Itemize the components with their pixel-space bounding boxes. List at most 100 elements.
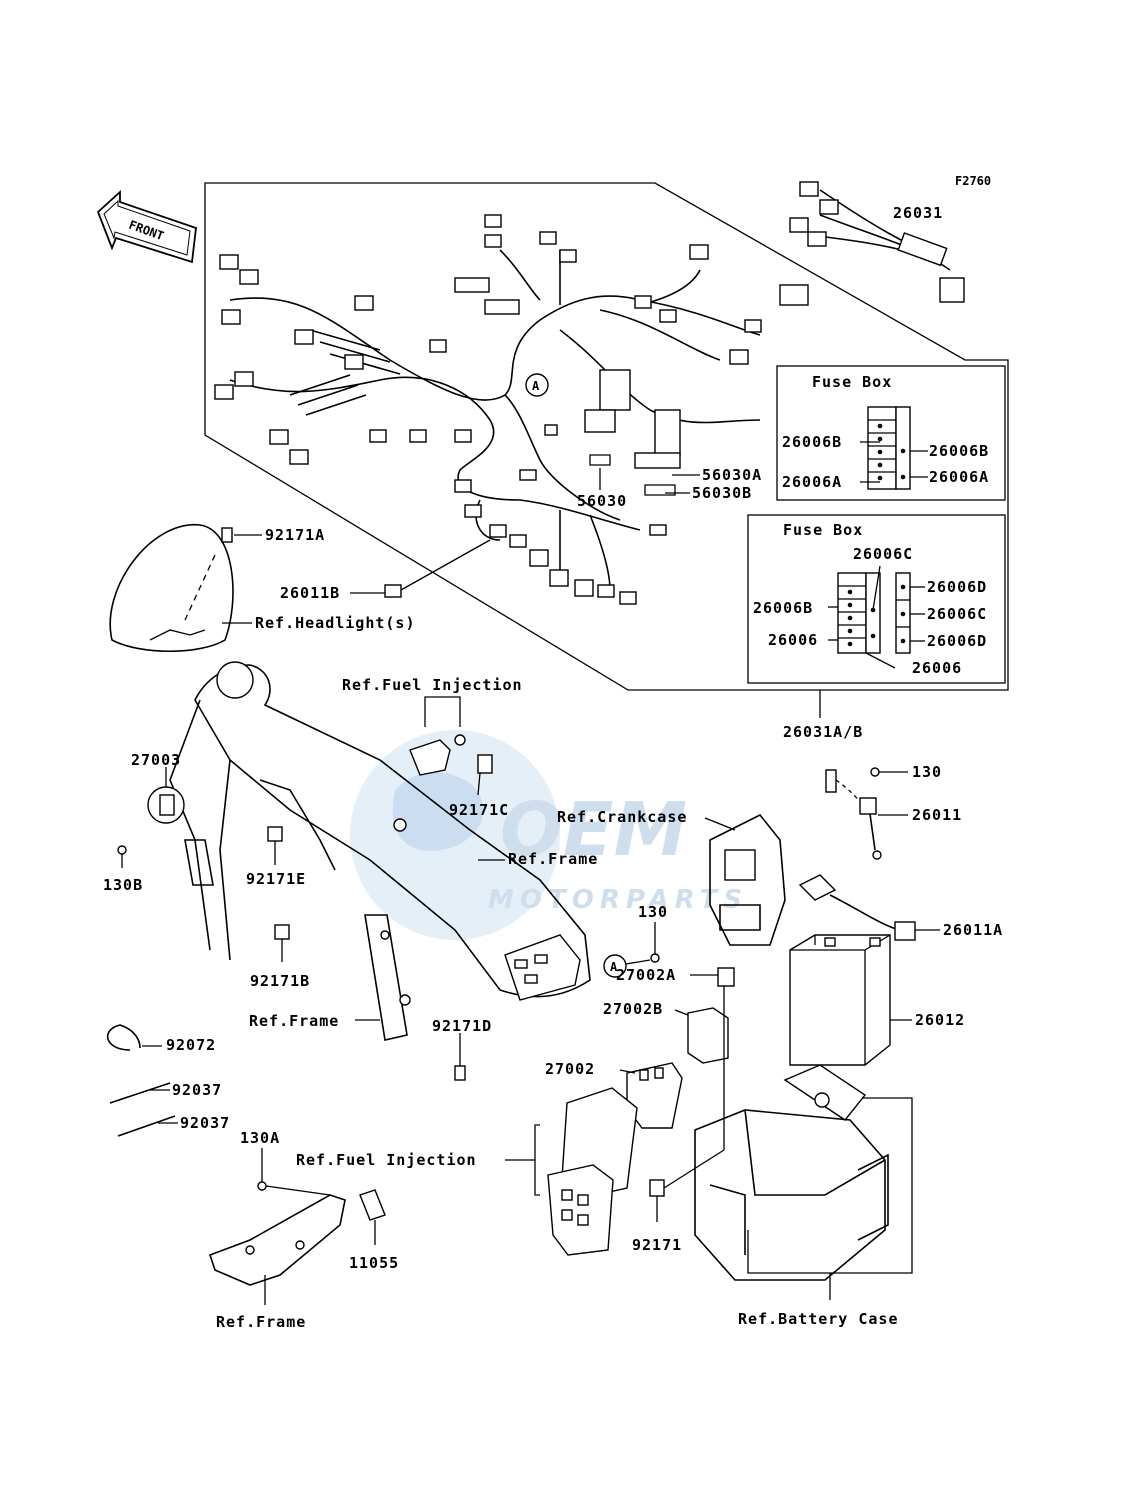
label-92171e: 92171E [246, 870, 306, 888]
battery-case [694, 1064, 889, 1281]
fuse-box-1-label-26006b-left: 26006B [782, 433, 842, 451]
fuse-box-1-title: Fuse Box [812, 373, 892, 391]
figure-code: F2760 [955, 174, 991, 188]
bolt-130-top [870, 767, 880, 777]
sub-harness-26031 [789, 181, 965, 303]
connector-92171e [267, 826, 283, 842]
label-56030b: 56030B [692, 484, 752, 502]
svg-text:A: A [610, 960, 618, 974]
bolt [454, 734, 466, 746]
label-92037-1: 92037 [172, 1081, 222, 1099]
ecu-units [547, 1087, 638, 1256]
label-ref-fuel-injection-2: Ref.Fuel Injection [296, 1151, 477, 1169]
label-26011a: 26011A [943, 921, 1003, 939]
fuse-box-1: Fuse Box 26006B 26006B 26006A 26006A [776, 365, 1006, 501]
cable-end [825, 769, 837, 793]
label-92171d: 92171D [432, 1017, 492, 1035]
relay-27002a [717, 967, 735, 987]
sensor-bracket [409, 739, 451, 776]
part-27003 [147, 786, 185, 824]
cable-tie-92072 [106, 1024, 141, 1051]
ignition-coil-assembly [709, 813, 786, 946]
leader-crankcase [704, 817, 736, 831]
fuse-box-2-label-26006-bottom: 26006 [912, 659, 962, 677]
leader-130a-bolt [265, 1185, 331, 1196]
label-ref-frame-1: Ref.Frame [508, 850, 598, 868]
label-11055: 11055 [349, 1254, 399, 1272]
leader-26011b-up [400, 539, 491, 591]
label-26012: 26012 [915, 1011, 965, 1029]
motorcycle-frame [169, 661, 591, 1041]
label-27002a: 27002A [616, 966, 676, 984]
bracket-fuel-injection-2 [534, 1124, 540, 1196]
svg-text:A: A [532, 379, 540, 393]
cable-26011 [859, 797, 882, 860]
cable-26011a [798, 874, 916, 941]
label-56030: 56030 [577, 492, 627, 510]
watermark-sub: MOTORPARTS [488, 885, 748, 915]
fuse-box-2: Fuse Box 26006C 26006D 26006B 26006C 260… [747, 514, 1006, 684]
fuse-box-2-label-26006b: 26006B [753, 599, 813, 617]
front-arrow-icon: FRONT [96, 189, 197, 264]
clip-11055 [359, 1189, 386, 1221]
fuse-box-2-label-26006-left: 26006 [768, 631, 818, 649]
label-130b: 130B [103, 876, 143, 894]
leader-27002b [674, 1009, 689, 1016]
label-130-top: 130 [912, 763, 942, 781]
watermark-continent [392, 772, 483, 851]
connector-92171b [274, 924, 290, 940]
bracket-battery-case [747, 1097, 913, 1274]
label-92037-2: 92037 [180, 1114, 230, 1132]
label-26031ab: 26031A/B [783, 723, 863, 741]
leader-92171-relay [663, 1149, 725, 1189]
fuse-box-1-label-26006b-right: 26006B [929, 442, 989, 460]
label-92072: 92072 [166, 1036, 216, 1054]
connector-26011b [384, 584, 402, 598]
label-ref-frame-2: Ref.Frame [249, 1012, 339, 1030]
bolt-130b [117, 845, 127, 855]
relay-27002b [687, 1007, 729, 1064]
label-92171: 92171 [632, 1236, 682, 1254]
label-92171a: 92171A [265, 526, 325, 544]
connector-92171d [454, 1065, 466, 1081]
clamp-92037-1 [109, 1082, 171, 1104]
ref-a-marker-harness: A [525, 373, 549, 397]
label-27002: 27002 [545, 1060, 595, 1078]
watermark: OEM MOTORPARTS [350, 730, 748, 940]
main-wiring-harness [214, 214, 809, 605]
label-ref-crankcase: Ref.Crankcase [557, 808, 687, 826]
bolt-130-middle [650, 953, 660, 963]
label-92171b: 92171B [250, 972, 310, 990]
harness-group-outline [204, 182, 1009, 691]
label-ref-battery-case: Ref.Battery Case [738, 1310, 899, 1328]
label-56030a: 56030A [702, 466, 762, 484]
clamp-92037-2 [117, 1115, 176, 1137]
label-26031: 26031 [893, 204, 943, 222]
fuse-box-2-title: Fuse Box [783, 521, 863, 539]
leader-27002 [619, 1069, 636, 1074]
label-ref-frame-3: Ref.Frame [216, 1313, 306, 1331]
fuse-box-1-label-26006a-left: 26006A [782, 473, 842, 491]
fuse-box-2-label-26006c-top: 26006C [853, 545, 913, 563]
label-27002b: 27002B [603, 1000, 663, 1018]
fuse-box-2-label-26006c: 26006C [927, 605, 987, 623]
bracket-frame-lower [208, 1194, 346, 1286]
headlight-shell [109, 524, 234, 652]
leader-fuel-injection-1 [424, 696, 461, 727]
label-26011b: 26011B [280, 584, 340, 602]
label-92171c: 92171C [449, 801, 509, 819]
label-26011: 26011 [912, 806, 962, 824]
label-130a: 130A [240, 1129, 280, 1147]
fuse-box-1-label-26006a-right: 26006A [929, 468, 989, 486]
label-ref-fuel-injection-1: Ref.Fuel Injection [342, 676, 523, 694]
label-ref-headlight: Ref.Headlight(s) [255, 614, 416, 632]
bolt-130a [257, 1181, 267, 1191]
label-27003: 27003 [131, 751, 181, 769]
ref-a-marker-frame: A [603, 954, 651, 978]
fuse-box-2-label-26006d-bottom: 26006D [927, 632, 987, 650]
fuse-box-2-label-26006d-top: 26006D [927, 578, 987, 596]
label-130-middle: 130 [638, 903, 668, 921]
leader-92171c [477, 772, 481, 796]
watermark-brand: OEM [500, 787, 687, 873]
